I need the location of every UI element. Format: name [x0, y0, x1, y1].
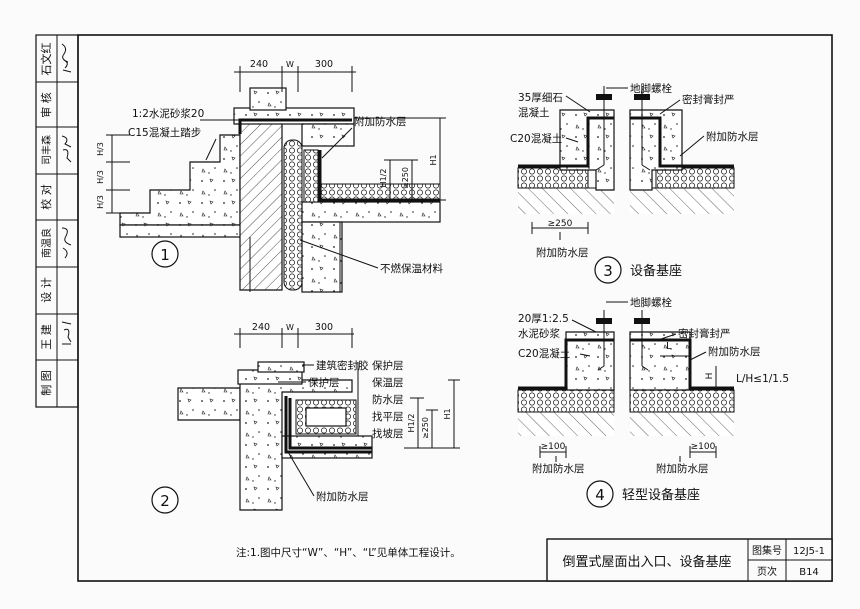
- d2-label-extra-waterproof: 附加防水层: [316, 490, 369, 503]
- d4-dim-ge100-a: ≥100: [541, 442, 566, 452]
- d4-number-circle: [586, 480, 614, 508]
- sig-label-3: 司丰森: [40, 135, 53, 165]
- d1-wall: [239, 117, 283, 291]
- d2-layer-3: 防水层: [372, 393, 404, 406]
- d4-label-extra-b: 附加防水层: [656, 462, 709, 475]
- d4-number: 4: [595, 486, 605, 504]
- d4-ratio: L/H≤1/1.5: [736, 373, 789, 385]
- atlas-value: 12J5-1: [793, 546, 825, 557]
- sig-label-7: 王 建: [39, 324, 53, 350]
- d2-layer-4: 找平层: [372, 410, 404, 423]
- d1-h3-b: H/3: [96, 170, 105, 184]
- note-text: 注:1.图中尺寸“W”、“H”、“L”见单体工程设计。: [236, 546, 461, 559]
- d2-dim-w: W: [286, 323, 294, 332]
- d4-label-extra-a: 附加防水层: [532, 462, 585, 475]
- d1-h3-c: H/3: [96, 195, 105, 209]
- drawing-title: 倒置式屋面出入口、设备基座: [562, 554, 731, 570]
- d3-label-extra-bottom: 附加防水层: [536, 246, 589, 259]
- d2-layer-2: 保温层: [372, 376, 404, 389]
- d1-label-step: C15混凝土踏步: [128, 126, 201, 139]
- signature-block: 石文红 审 核 司丰森 校 对 南温良 设 计 王 建 制 图: [35, 34, 79, 408]
- d2-layer-1: 保护层: [372, 359, 404, 372]
- d2-ge250: ≥250: [421, 417, 430, 439]
- d1-number: 1: [160, 246, 170, 264]
- page-label: 页次: [757, 565, 777, 578]
- sig-label-2: 审 核: [39, 92, 53, 118]
- d1-ge250: ≥250: [401, 167, 410, 189]
- d4-label-L: L: [666, 341, 672, 352]
- page-value: B14: [799, 567, 819, 578]
- d4-bolt-right: [634, 310, 650, 371]
- d1-label-mortar: 1:2水泥砂浆20: [132, 107, 204, 120]
- d2-number-circle: [151, 486, 179, 514]
- d1-h1: H1: [429, 154, 438, 165]
- d3-label-c20: C20混凝土: [510, 132, 562, 145]
- signature-7: [61, 321, 72, 345]
- sig-label-8: 制 图: [40, 370, 53, 396]
- d1-label-insulation: 不燃保温材料: [380, 262, 443, 275]
- signature-5: [61, 227, 72, 259]
- signature-1: [61, 43, 72, 73]
- d1-label-extra-waterproof: 附加防水层: [354, 115, 407, 128]
- d2-label-protect: 保护层: [308, 376, 340, 389]
- d1-dim-w: W: [286, 60, 294, 69]
- d2-dim-300: 300: [315, 322, 333, 333]
- d2-h1-2: H1/2: [407, 414, 416, 433]
- d2-membrane: [284, 396, 372, 454]
- d3-dim-ge250: ≥250: [548, 219, 573, 229]
- d3-base-right: [629, 109, 683, 191]
- signature-3: [61, 135, 72, 163]
- sig-label-5: 南温良: [40, 228, 53, 258]
- d4-title: 轻型设备基座: [622, 487, 700, 503]
- d4-label-mortar-2: 水泥砂浆: [518, 327, 560, 340]
- d4-label-extra-waterproof: 附加防水层: [708, 345, 761, 358]
- d3-label-sealant: 密封膏封严: [682, 93, 735, 106]
- d1-h1-2: H1/2: [379, 169, 388, 188]
- d3-label-fine-stone-2: 混凝土: [518, 106, 550, 119]
- d4-label-sealant: 密封膏封严: [678, 327, 731, 340]
- d3-label-extra-waterproof: 附加防水层: [706, 130, 759, 143]
- d4-label-bolt: 地脚螺栓: [630, 296, 672, 309]
- d4-base-right: [629, 331, 691, 391]
- d3-bolt-right: [634, 86, 651, 171]
- d3-number-circle: [594, 256, 622, 284]
- d2-slab: [239, 379, 353, 511]
- d1-dim-300: 300: [315, 59, 333, 70]
- sig-label-6: 设 计: [40, 277, 53, 303]
- sig-label-1: 石文红: [39, 43, 53, 76]
- d4-label-H: H: [705, 373, 715, 380]
- d4-label-mortar-1: 20厚1:2.5: [518, 313, 569, 325]
- d1-dim-240: 240: [250, 59, 268, 70]
- d1-h3-a: H/3: [96, 142, 105, 156]
- d3-title: 设备基座: [630, 263, 682, 279]
- d4-bolt-left: [596, 310, 612, 371]
- d4-label-c20: C20混凝土: [518, 347, 570, 360]
- d2-label-sealant: 建筑密封胶: [316, 359, 369, 372]
- d3-label-fine-stone-1: 35厚细石: [518, 91, 563, 104]
- d1-step-concrete: [119, 134, 241, 226]
- d3-label-bolt: 地脚螺栓: [630, 82, 672, 95]
- d2-layer-list: 保护层 保温层 防水层 找平层 找坡层: [372, 359, 404, 440]
- d4-dim-ge100-b: ≥100: [691, 442, 716, 452]
- d2-cap: [257, 361, 305, 373]
- detail-4: 地脚螺栓 20厚1:2.5 水泥砂浆 C20混凝土 密封膏封严 附加防水层 L …: [517, 296, 789, 508]
- d2-h1: H1: [443, 408, 452, 419]
- d2-layer-5: 找坡层: [372, 427, 404, 440]
- detail-2: 240 W 300 建筑密封胶 保护层 保护层 保温层 防水层 找平层 找坡层 …: [151, 322, 460, 514]
- d3-bolt-left: [595, 86, 612, 171]
- detail-3: 地脚螺栓 35厚细石 混凝土 C20混凝土 密封膏封严 附加防水层 ≥250 附…: [510, 82, 759, 284]
- title-block: 倒置式屋面出入口、设备基座 图集号 12J5-1 页次 B14: [546, 538, 833, 582]
- d3-number: 3: [603, 262, 613, 280]
- d2-number: 2: [160, 492, 170, 510]
- d1-insulation-column: [283, 139, 303, 291]
- d1-number-circle: [151, 240, 179, 268]
- atlas-label: 图集号: [752, 544, 782, 557]
- sig-label-4: 校 对: [39, 184, 53, 210]
- d2-dim-240: 240: [252, 322, 270, 333]
- detail-1: 240 W 300 H/3 H/3 H/3 H1/2 ≥250 H1 1:2水泥…: [96, 59, 446, 293]
